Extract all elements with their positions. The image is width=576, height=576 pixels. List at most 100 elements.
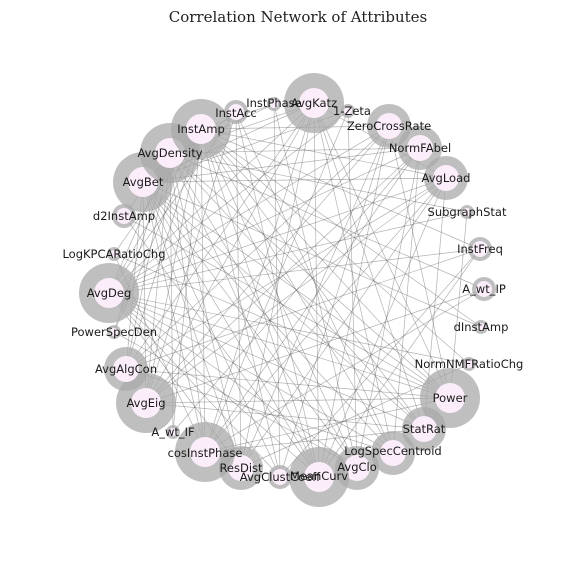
edge-instfreq-avgalgcon <box>125 248 481 370</box>
node-1-zeta[interactable] <box>341 104 355 118</box>
edge-logspeccentroid-instacc <box>235 111 394 454</box>
node-instfreq[interactable] <box>468 237 492 261</box>
edge-avgalgcon-avgbet <box>125 181 144 370</box>
node-core <box>344 107 352 115</box>
node-normfabel[interactable] <box>398 126 442 170</box>
edge-logspeccentroid-avgdeg <box>108 292 394 454</box>
edge-avgkatz-statrat <box>313 102 425 430</box>
edge-normfabel-avgclo <box>356 147 421 469</box>
node-avgdeg[interactable] <box>79 263 139 323</box>
node-logspeccentroid[interactable] <box>371 431 415 475</box>
node-core <box>110 250 118 258</box>
node-instamp[interactable] <box>171 99 231 159</box>
edge-avgload-avgalgcon <box>125 177 447 370</box>
edge-statrat-avgeig <box>145 402 425 430</box>
edge-avgclo-avgdeg <box>108 292 358 469</box>
node-a-wt-ip[interactable] <box>472 277 496 301</box>
node-instacc[interactable] <box>224 100 248 124</box>
node-avgalgcon[interactable] <box>104 347 148 391</box>
node-label-avgalgcon: AvgAlgCon <box>95 362 157 376</box>
node-label-normnmfratiochg: NormNMFRatioChg <box>415 357 524 371</box>
node-label-cosinstphase: cosInstPhase <box>168 446 243 460</box>
node-core <box>433 165 459 191</box>
edge-meancurv-avgbet <box>142 181 320 478</box>
edge-normfabel-avgeig <box>145 147 421 404</box>
edge-power-avgeig <box>145 397 451 404</box>
edge-normfabel-avgbet <box>142 147 421 183</box>
edge-avgclo-powerspecden <box>113 331 358 469</box>
node-logkpcaratiochg[interactable] <box>107 247 121 261</box>
node-avgload[interactable] <box>424 156 468 200</box>
node-statrat[interactable] <box>402 407 446 451</box>
edge-a-wt-if-avgdensity <box>169 152 174 433</box>
node-dinstamp[interactable] <box>474 320 488 334</box>
edge-cosinstphase-instamp <box>200 128 206 453</box>
edge-a-wt-ip-avgeig <box>145 288 485 404</box>
node-label-statrat: StatRat <box>403 422 446 436</box>
edge-power-avgdensity <box>169 152 451 399</box>
node-core <box>228 455 254 481</box>
edge-avgload-avgdeg <box>108 177 447 294</box>
edge-instfreq-meancurv <box>318 248 481 478</box>
edge-instfreq-instamp <box>200 128 481 250</box>
node-core <box>304 462 334 492</box>
edge-avgclustcoeff-instamp <box>200 128 281 478</box>
node-powerspecden[interactable] <box>107 325 121 339</box>
edge-instfreq-avgclustcoeff <box>279 248 481 478</box>
node-subgraphstat[interactable] <box>460 205 474 219</box>
node-label-avgdensity: AvgDensity <box>137 146 202 160</box>
node-avgclustcoeff[interactable] <box>268 465 292 489</box>
edge-dinstamp-instamp <box>200 128 482 328</box>
node-label-logkpcaratiochg: LogKPCARatioChg <box>62 247 165 261</box>
node-instphase[interactable] <box>267 97 281 111</box>
edge-resdist-instacc <box>235 111 242 469</box>
node-core <box>465 360 473 368</box>
edge-1-zeta-avgdeg <box>108 110 349 294</box>
edge-1-zeta-avgclo <box>347 110 358 469</box>
node-d2instamp[interactable] <box>112 204 136 228</box>
node-label-a-wt-ip: A_wt_IP <box>462 282 506 296</box>
edge-subgraphstat-power <box>449 211 468 399</box>
edge-normfabel-a-wt-if <box>172 147 421 433</box>
node-label-zerocrossrate: ZeroCrossRate <box>347 119 431 133</box>
edge-resdist-avgbet <box>142 181 242 469</box>
edge-zerocrossrate-power <box>388 125 451 399</box>
edge-meancurv-instamp <box>200 128 320 478</box>
edge-zerocrossrate-resdist <box>240 125 390 469</box>
node-label-resdist: ResDist <box>219 461 263 475</box>
node-core <box>376 113 402 139</box>
node-cosinstphase[interactable] <box>175 422 235 482</box>
edge-subgraphstat-avgdensity <box>169 152 468 213</box>
edge-resdist-avgdensity <box>169 152 242 469</box>
node-label-avgdeg: AvgDeg <box>87 286 132 300</box>
chart-title: Correlation Network of Attributes <box>169 8 428 26</box>
edge-avgeig-instamp <box>145 128 202 404</box>
edge-meancurv-avgdensity <box>169 152 320 478</box>
edge-statrat-avgdensity <box>169 152 425 430</box>
edge-statrat-avgdeg <box>108 292 425 430</box>
edge-normfabel-avgdeg <box>108 147 421 294</box>
node-a-wt-if[interactable] <box>166 425 180 439</box>
node-normnmfratiochg[interactable] <box>462 357 476 371</box>
edge-zerocrossrate-avgclustcoeff <box>279 125 390 478</box>
node-core <box>270 100 278 108</box>
node-core <box>463 208 471 216</box>
node-label-avgkatz: AvgKatz <box>291 96 337 110</box>
edge-a-wt-ip-avgdensity <box>169 152 485 290</box>
node-label-power: Power <box>433 391 468 405</box>
node-avgkatz[interactable] <box>284 73 344 133</box>
node-meancurv[interactable] <box>289 447 349 507</box>
node-zerocrossrate[interactable] <box>367 104 411 148</box>
edge-meancurv-avgdeg <box>108 292 320 478</box>
edge-avgclustcoeff-avgbet <box>142 181 281 478</box>
node-core <box>299 88 329 118</box>
node-core <box>411 416 437 442</box>
edge-power-avgalgcon <box>125 368 451 399</box>
node-label-instamp: InstAmp <box>177 122 225 136</box>
edge-statrat-avgbet <box>142 181 425 430</box>
edge-avgload-resdist <box>240 177 447 469</box>
node-label-avgbet: AvgBet <box>123 175 164 189</box>
edge-avgload-instamp <box>200 128 447 179</box>
edge-normfabel-cosinstphase <box>204 147 421 453</box>
